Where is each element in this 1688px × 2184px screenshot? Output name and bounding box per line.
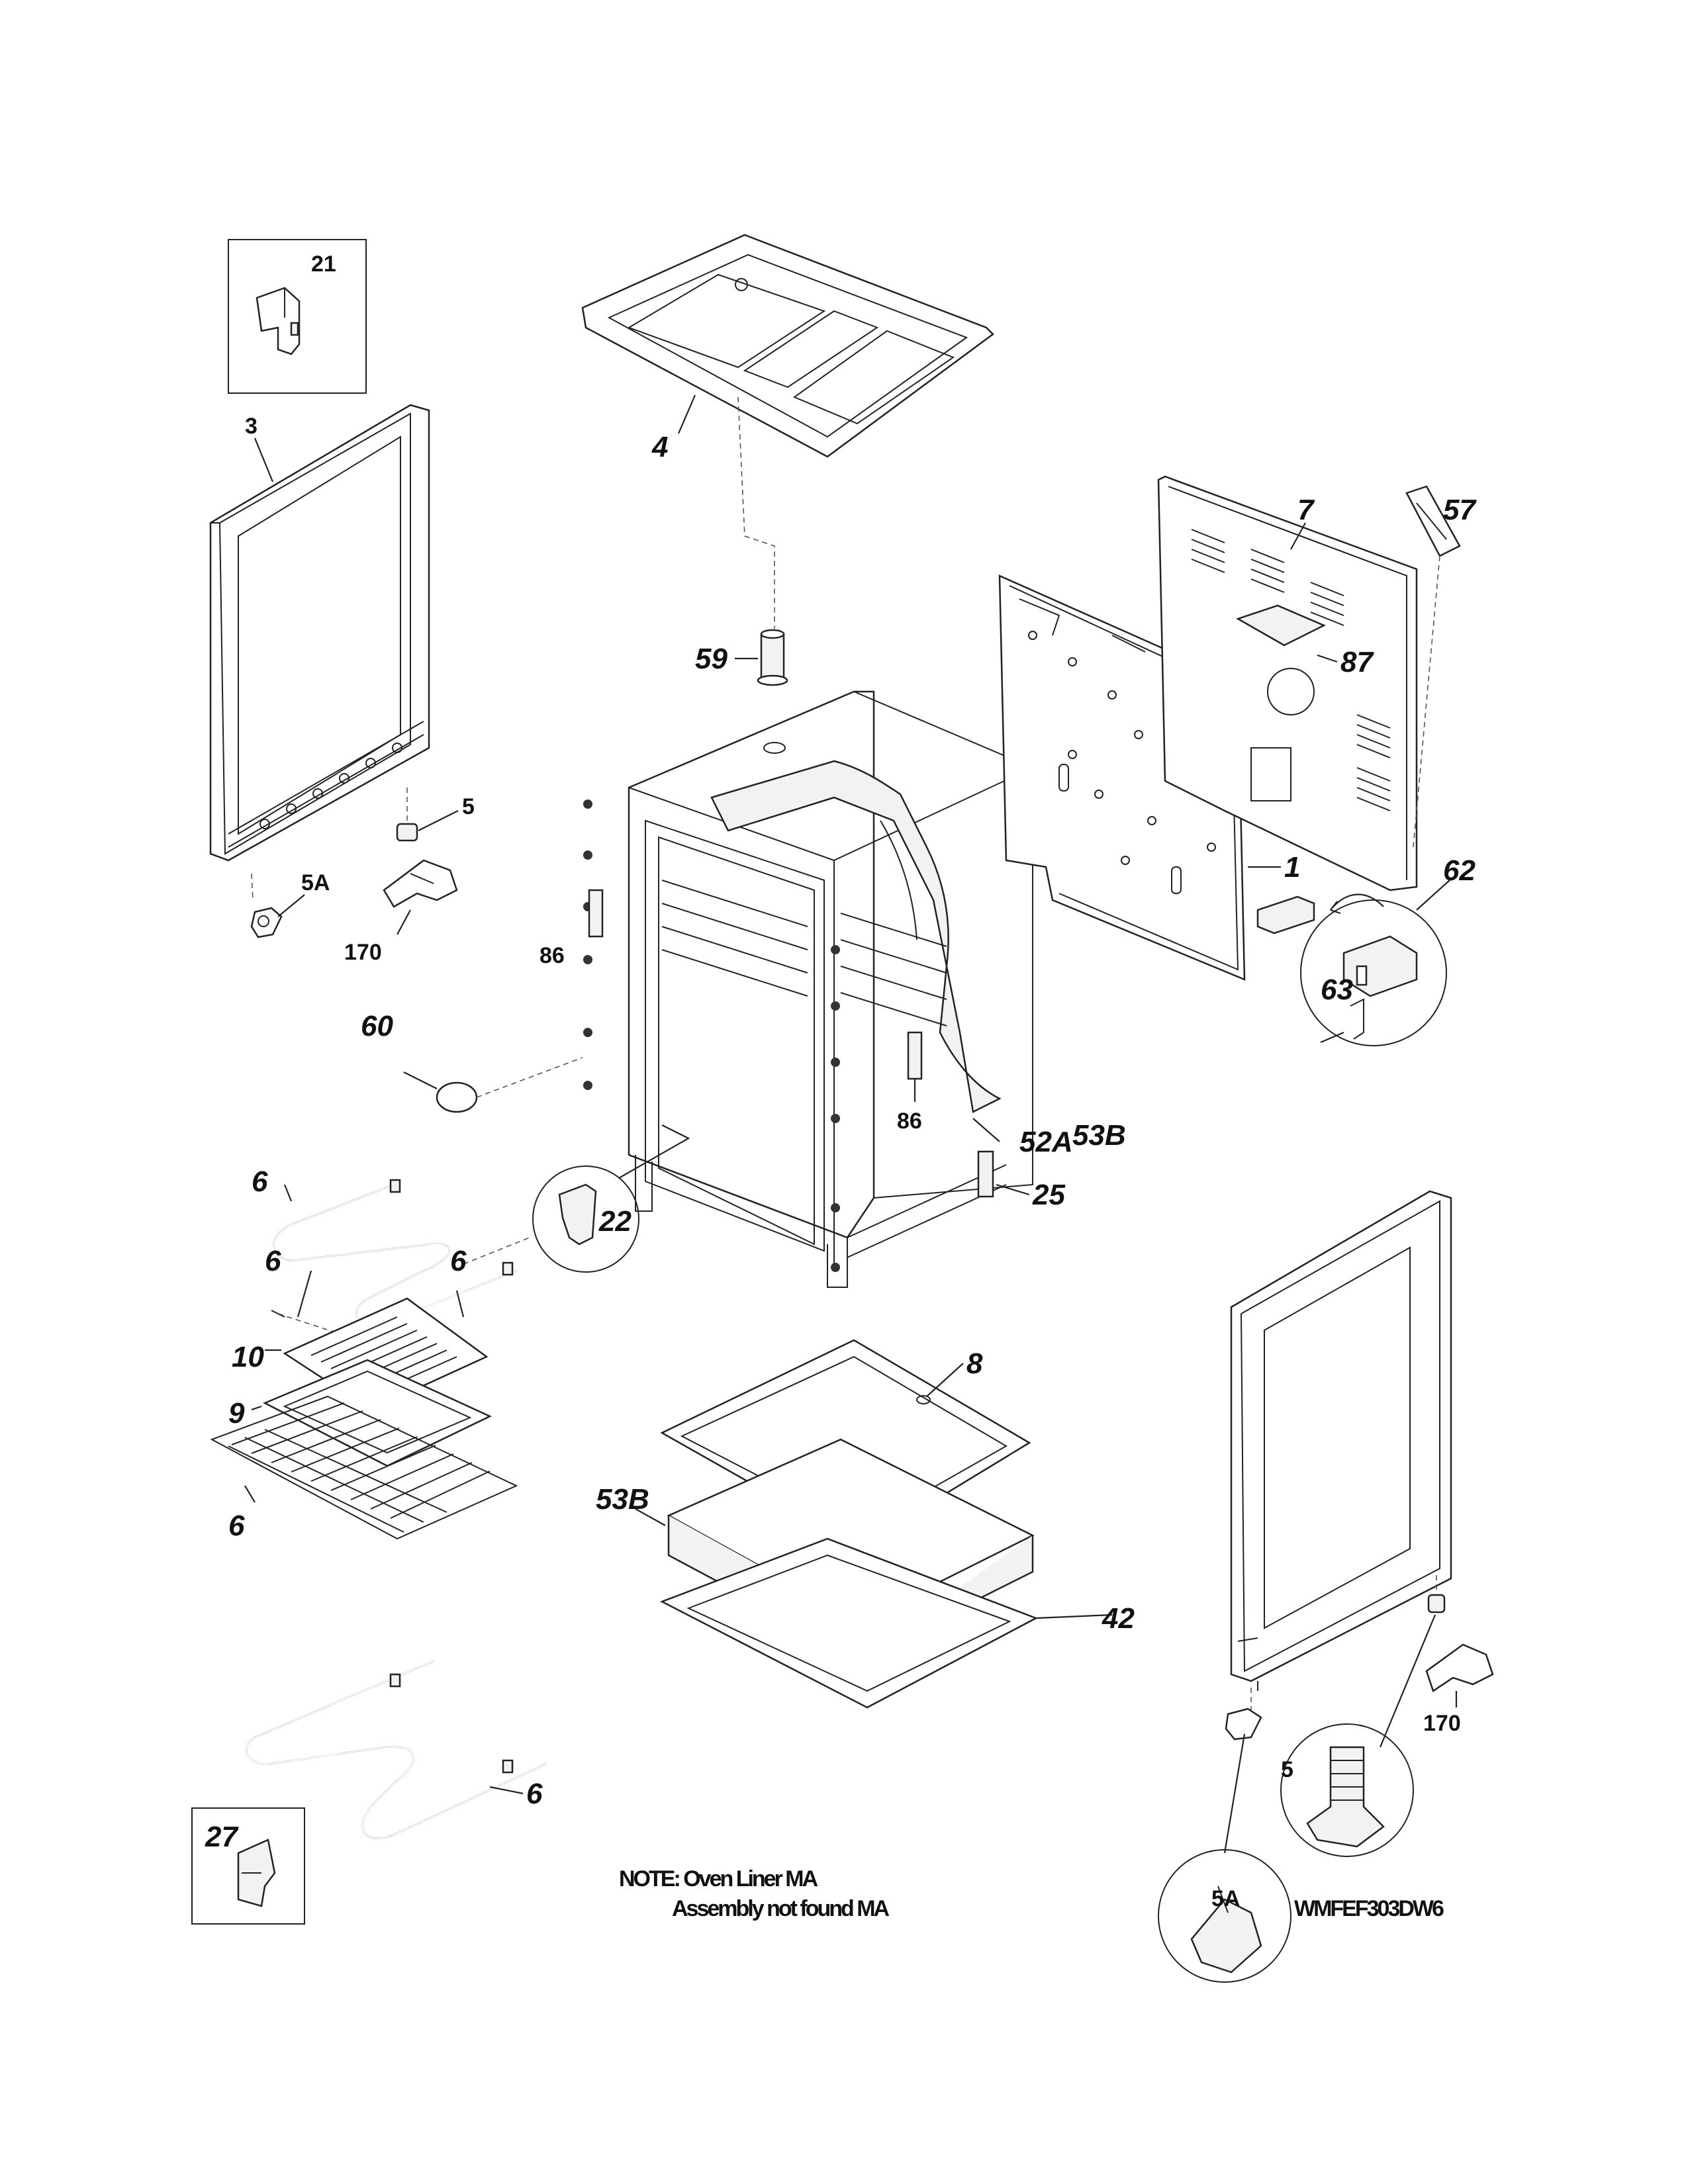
terminal-block-callout: 62 63 <box>1256 854 1476 1046</box>
part-21-inset: 21 <box>228 239 367 394</box>
oven-bottom-assembly: 8 53B 42 <box>596 1339 1135 1709</box>
label-60: 60 <box>361 1010 393 1042</box>
label-3: 3 <box>245 414 258 439</box>
leveling-leg-bottom: 5A 5 170 <box>1158 1575 1494 1983</box>
part-22-callout: 22 <box>532 1124 690 1273</box>
label-63: 63 <box>1321 974 1353 1006</box>
label-7: 7 <box>1297 494 1315 526</box>
label-27: 27 <box>205 1821 239 1853</box>
part-25: 25 <box>977 1150 1065 1211</box>
label-5-top: 5 <box>462 794 475 819</box>
label-9: 9 <box>228 1397 245 1430</box>
diagram-notes: NOTE: Oven Liner MA Assembly not found M… <box>619 1866 1446 1921</box>
label-170-bottom: 170 <box>1423 1711 1461 1736</box>
part-59: 59 <box>695 629 788 686</box>
label-170-top: 170 <box>344 940 382 965</box>
label-6-rack: 6 <box>228 1510 245 1542</box>
label-53b-top: 53B <box>1072 1119 1126 1152</box>
label-53b: 53B <box>596 1483 649 1516</box>
side-panel-left: 3 <box>209 404 430 862</box>
label-5a-top: 5A <box>301 870 330 895</box>
vent-slots <box>1191 529 1391 811</box>
cooktop-support-panel: 4 <box>581 234 994 463</box>
label-6-bake-left: 6 <box>252 1165 268 1198</box>
label-21: 21 <box>311 251 336 277</box>
label-87: 87 <box>1340 646 1374 678</box>
side-panel-right <box>1230 1190 1452 1691</box>
label-59: 59 <box>695 643 727 675</box>
label-25: 25 <box>1032 1179 1065 1211</box>
label-4: 4 <box>651 431 668 463</box>
label-22: 22 <box>598 1205 632 1238</box>
label-6-broil: 6 <box>526 1778 543 1810</box>
label-10: 10 <box>232 1341 264 1373</box>
label-6-bake-b: 6 <box>450 1245 467 1277</box>
outer-back-panel: 7 87 <box>1157 475 1418 891</box>
diagram-code: WMFEF303DW6 <box>1294 1896 1444 1921</box>
part-57: 57 <box>1405 485 1477 848</box>
label-86-right: 86 <box>897 1109 922 1134</box>
broil-element: 6 <box>246 1660 547 1839</box>
label-86-left: 86 <box>539 943 565 968</box>
label-57: 57 <box>1443 494 1477 526</box>
label-62: 62 <box>1443 854 1476 887</box>
label-1: 1 <box>1284 851 1300 884</box>
label-42: 42 <box>1102 1602 1135 1635</box>
label-5a-bottom: 5A <box>1211 1886 1240 1911</box>
note-line-2: Assembly not found MA <box>672 1896 890 1921</box>
part-27-inset: 27 <box>191 1807 305 1925</box>
label-52a: 52A <box>1019 1126 1073 1158</box>
label-6-bake-a: 6 <box>265 1245 281 1277</box>
oven-rack-wires <box>228 1402 491 1533</box>
broiler-pan-assembly: 10 9 6 <box>210 1297 518 1542</box>
label-8: 8 <box>966 1347 983 1380</box>
note-line-1: NOTE: Oven Liner MA <box>619 1866 818 1891</box>
part-60: 60 <box>361 1010 583 1113</box>
label-5-bottom: 5 <box>1281 1757 1293 1782</box>
side-panel-holes <box>259 743 402 829</box>
broiler-insert-slots <box>310 1316 457 1396</box>
leveling-leg-top: 5A 5 170 <box>250 788 475 965</box>
oven-body: 86 86 52A 53B <box>539 690 1126 1288</box>
